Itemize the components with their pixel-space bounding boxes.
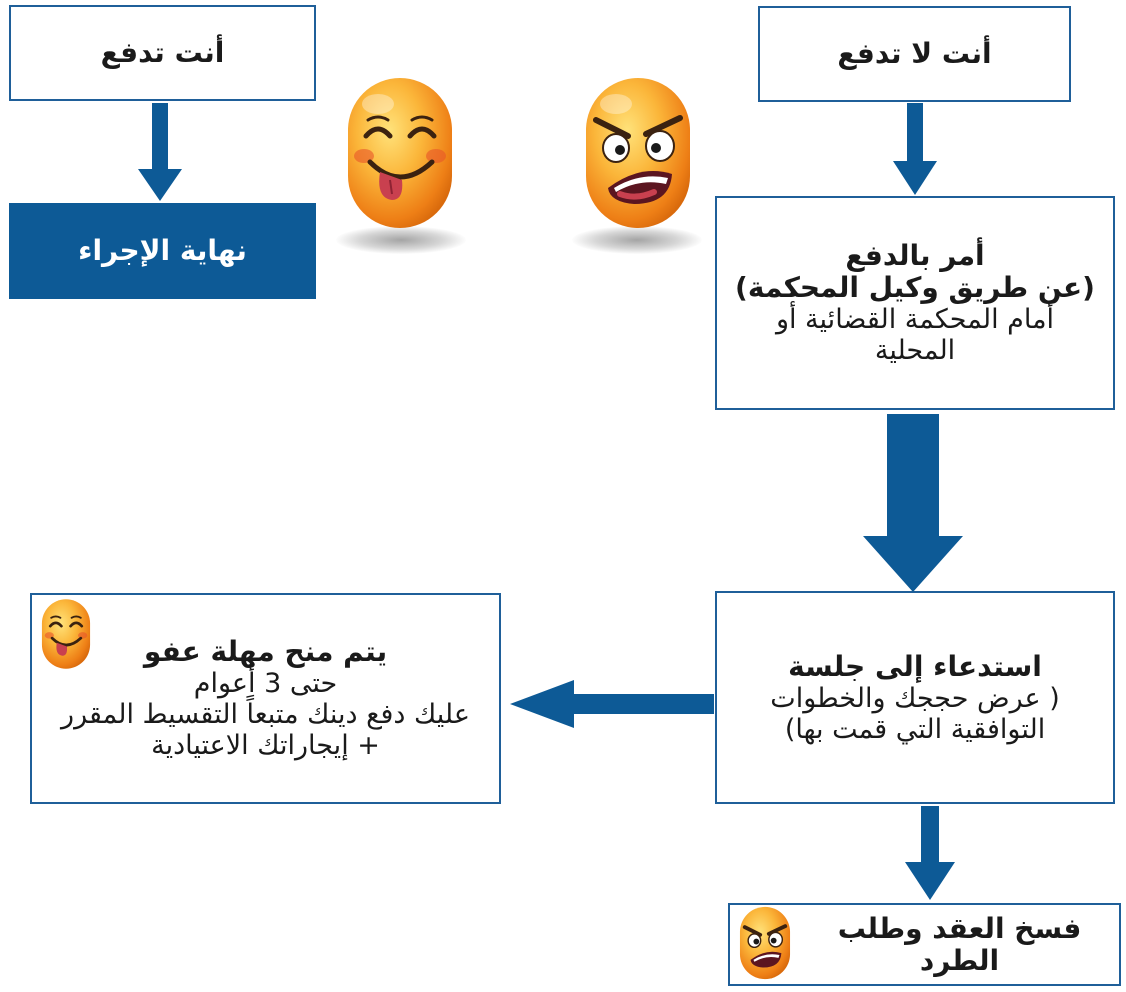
emoji-shadow-angry [572,226,702,254]
node-grace-period-title: يتم منح مهلة عفو [143,635,388,668]
arrow-summons-to-grace [510,680,714,728]
arrow-order-to-summons [863,414,963,592]
node-you-dont-pay-label: أنت لا تدفع [837,37,992,70]
angry-face-small-icon [739,906,791,980]
node-you-pay: أنت تدفع [9,5,316,101]
emoji-shadow-happy [336,226,466,254]
node-grace-period-line2: عليك دفع دينك متبعاً التقسيط المقرر [61,699,470,730]
node-termination: فسخ العقد وطلب الطرد [728,903,1121,986]
node-termination-label: فسخ العقد وطلب الطرد [837,911,1082,977]
node-payment-order-subtitle: (عن طريق وكيل المحكمة) [735,271,1095,304]
node-summons-line1: ( عرض حججك والخطوات [770,682,1060,714]
happy-face-small-icon [41,599,91,669]
happy-face-icon [348,78,452,228]
node-end-procedure-label: نهاية الإجراء [78,234,247,267]
node-summons: استدعاء إلى جلسة ( عرض حججك والخطوات الت… [715,591,1115,804]
node-summons-title: استدعاء إلى جلسة [788,649,1042,683]
angry-face-icon [586,78,690,228]
node-payment-order-line2: المحلية [874,335,956,366]
node-payment-order: أمر بالدفع (عن طريق وكيل المحكمة) أمام ا… [715,196,1115,410]
node-you-pay-label: أنت تدفع [100,36,225,69]
arrow-pay-to-end [138,103,182,201]
node-grace-period: يتم منح مهلة عفو حتى 3 أعوام عليك دفع دي… [30,593,501,804]
arrow-dontpay-to-order [893,103,937,195]
node-end-procedure: نهاية الإجراء [9,203,316,299]
arrow-summons-to-termination [905,806,955,900]
node-you-dont-pay: أنت لا تدفع [758,6,1071,102]
node-payment-order-title: أمر بالدفع [845,239,985,272]
node-grace-period-line3: + إيجاراتك الاعتيادية [151,730,380,761]
node-summons-line2: التوافقية التي قمت بها) [784,713,1046,745]
node-payment-order-line1: أمام المحكمة القضائية أو [775,304,1055,335]
node-grace-period-line1: حتى 3 أعوام [193,668,338,699]
